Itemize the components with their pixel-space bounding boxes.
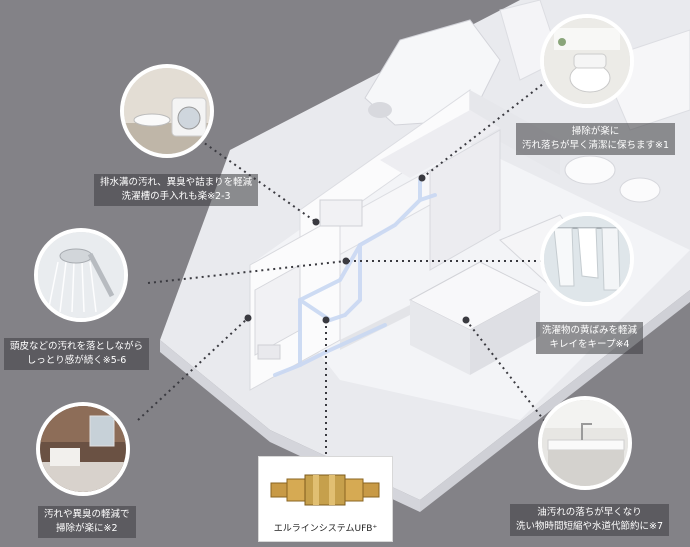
ufb-fitting-icon	[270, 474, 380, 506]
callout-drying-label: 洗濯物の黄ばみを軽減 キレイをキープ※4	[536, 322, 644, 354]
callout-laundry-label: 排水溝の汚れ、異臭や詰まりを軽減 洗濯槽の手入れも楽※2-3	[94, 174, 259, 206]
callout-toilet-label: 掃除が楽に 汚れ落ちが早く清潔に保ちます※1	[516, 123, 676, 155]
product-box: エルラインシステムUFB⁺	[258, 456, 393, 542]
laundry-drying-photo-icon	[540, 212, 634, 306]
callout-shower-label: 頭皮などの汚れを落としながら しっとり感が続く※5-6	[4, 338, 150, 370]
washing-machine-photo-icon	[120, 64, 214, 158]
kitchen-photo-icon	[538, 396, 632, 490]
callout-bath-label: 汚れや異臭の軽減で 掃除が楽に※2	[38, 506, 136, 538]
product-name: エルラインシステムUFB⁺	[273, 524, 378, 534]
shower-photo-icon	[34, 228, 128, 322]
toilet-photo-icon	[540, 14, 634, 108]
bathroom-photo-icon	[36, 402, 130, 496]
callout-kitchen-label: 油汚れの落ちが早くなり 洗い物時間短縮や水道代節約に※7	[510, 504, 670, 536]
